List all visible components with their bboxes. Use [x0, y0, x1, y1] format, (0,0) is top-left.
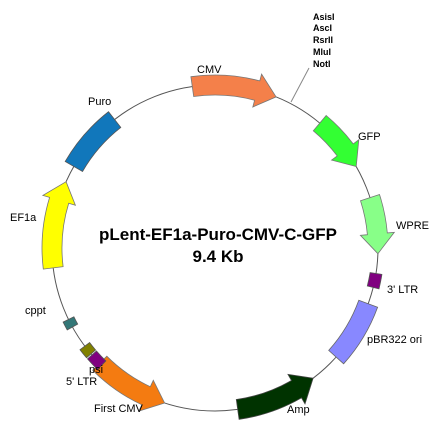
site-label-noti: NotI	[313, 59, 331, 69]
feature-label-firstcmv: First CMV	[94, 403, 144, 415]
plasmid-size: 9.4 Kb	[192, 247, 243, 266]
feature-gfp-shape	[312, 114, 360, 168]
feature-label-3ltr: 3' LTR	[387, 284, 418, 296]
feature-ef1a-shape	[41, 181, 77, 270]
feature-label-cmv: CMV	[197, 64, 222, 76]
feature-cmv-shape	[190, 73, 277, 108]
site-label-asci: AscI	[313, 23, 332, 33]
plasmid-name: pLent-EF1a-Puro-CMV-C-GFP	[99, 225, 337, 244]
feature-puro-shape	[64, 111, 122, 173]
feature-label-pbr322: pBR322 ori	[367, 334, 422, 346]
feature-label-puro: Puro	[88, 96, 111, 108]
feature-label-cppt: cppt	[25, 305, 46, 317]
site-label-rsrii: RsrII	[313, 35, 333, 45]
feature-shapes	[41, 73, 396, 420]
feature-label-ef1a: EF1a	[10, 212, 37, 224]
site-leader-line	[290, 67, 310, 103]
feature-label-5ltr: 5' LTR	[66, 376, 97, 388]
feature-label-amp: Amp	[287, 404, 310, 416]
feature-amp-shape	[235, 373, 314, 420]
feature-label-psi: psi	[89, 364, 103, 376]
feature-psi-shape	[79, 341, 97, 359]
site-label-mlui: MluI	[313, 47, 331, 57]
site-label-asisi: AsisI	[313, 12, 335, 22]
feature-wpre-shape	[359, 193, 396, 255]
feature-pbr322-shape	[328, 299, 379, 365]
feature-label-wpre: WPRE	[396, 220, 429, 232]
feature-3ltr-shape	[366, 272, 383, 290]
feature-label-gfp: GFP	[358, 131, 381, 143]
feature-cppt-shape	[62, 316, 79, 331]
feature-5ltr-shape	[86, 350, 107, 371]
feature-firstcmv-shape	[92, 355, 166, 412]
